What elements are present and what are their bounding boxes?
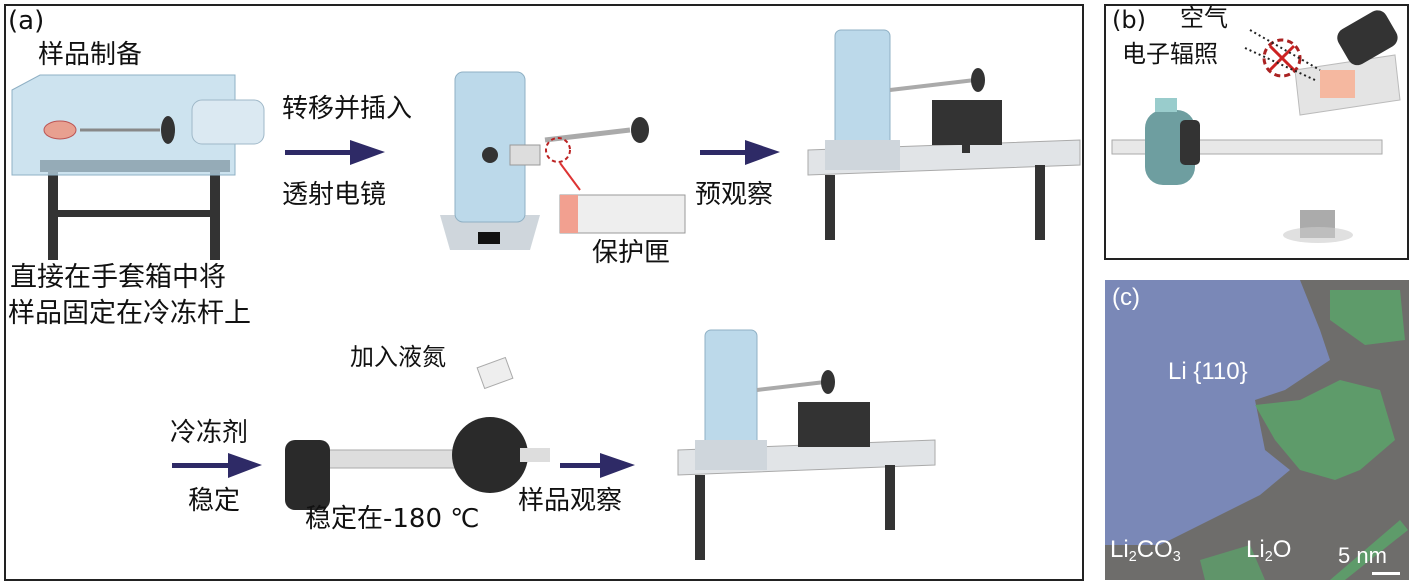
coolant-label: 冷冻剂 [170, 418, 249, 448]
li2co3-label: Li2CO3 [1110, 536, 1181, 565]
panel-b-label: (b) [1112, 6, 1146, 34]
panel-c-label: (c) [1112, 284, 1140, 311]
preobserve-label: 预观察 [695, 180, 774, 210]
panel-a-label: (a) [8, 6, 45, 36]
tem-micrograph [1105, 280, 1409, 580]
air-label: 空气 [1180, 4, 1228, 32]
stable-temp-label: 稳定在-180 ℃ [305, 504, 480, 534]
add-ln2-label: 加入液氮 [350, 343, 446, 371]
panel-b-illustration [1111, 10, 1401, 243]
li-phase-label: Li {110} [1168, 358, 1248, 385]
stabilize-label: 稳定 [188, 486, 241, 516]
panel-a-frame [4, 4, 1084, 581]
scale-bar-label: 5 nm [1338, 543, 1387, 568]
step-prepare-title: 样品制备 [38, 40, 143, 70]
transfer-label: 转移并插入 [282, 94, 413, 124]
arrow-icons [172, 140, 780, 478]
cryo-holder-illustration [285, 356, 550, 510]
table-illustration-1 [807, 29, 1081, 240]
li2o-label: Li2O [1246, 536, 1292, 565]
prepare-desc-line1: 直接在手套箱中将 [10, 262, 226, 293]
prepare-desc-line2: 样品固定在冷冻杆上 [8, 298, 251, 329]
sample-observe-label: 样品观察 [518, 486, 623, 516]
tem-label: 透射电镜 [282, 180, 387, 210]
table-illustration-2 [677, 329, 936, 560]
protect-box-label: 保护匣 [592, 238, 671, 268]
glovebox-illustration [11, 74, 265, 260]
electron-label: 电子辐照 [1122, 40, 1218, 68]
panel-b-frame [1104, 4, 1409, 260]
tem-illustration [440, 71, 686, 250]
